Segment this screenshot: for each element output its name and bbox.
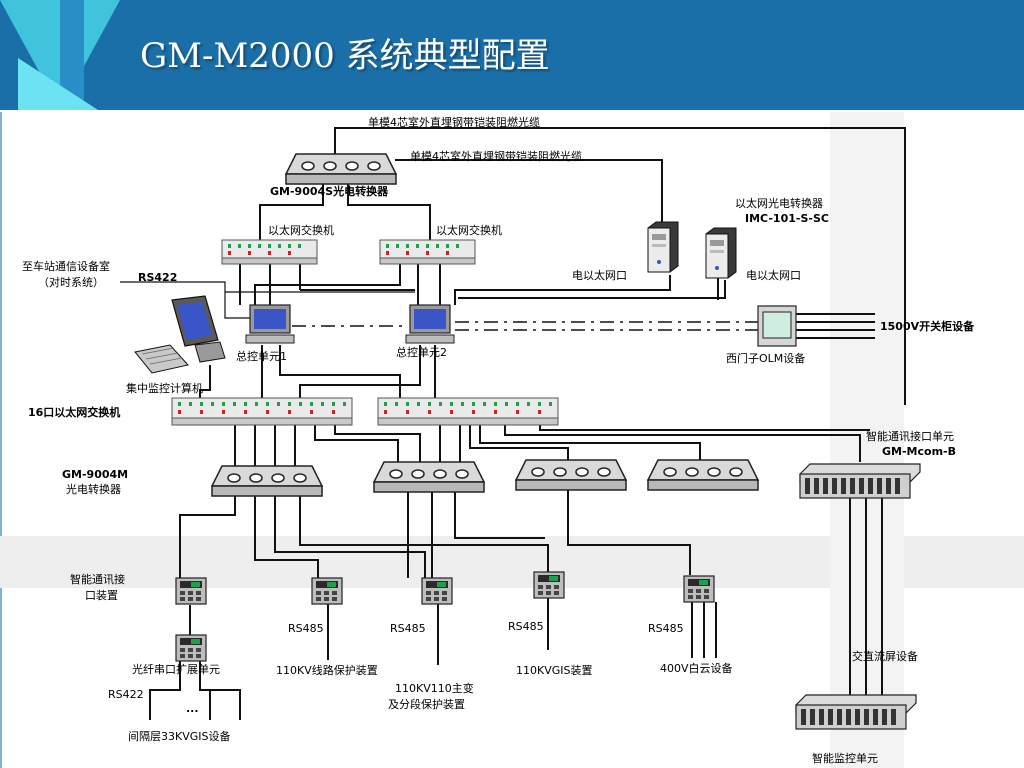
label-tr110-1: 110KV110主变 (395, 681, 474, 695)
label-ctrl-1: 总控单元1 (236, 349, 287, 363)
title-bar: GM-M2000 系统典型配置 (0, 0, 1024, 110)
decor-shape (18, 58, 98, 110)
monitor-pc (134, 295, 226, 374)
left-border-line (0, 112, 2, 768)
label-fiber-top: 单模4芯室外直埋钢带铠装阻燃光缆 (368, 115, 540, 129)
label-conv-m-1: GM-9004M (62, 468, 128, 481)
olm-device (757, 305, 797, 347)
label-gis110: 110KVGIS装置 (516, 664, 592, 677)
smart-monitor-rack (795, 694, 917, 730)
gis-device (533, 571, 565, 599)
label-fiber-mid: 单模4芯室外直埋钢带铠装阻燃光缆 (410, 149, 582, 163)
label-rs485-1: RS485 (288, 622, 324, 635)
label-sw16: 16口以太网交换机 (28, 405, 120, 419)
label-mcom-1: 智能通讯接口单元 (866, 429, 954, 443)
mcom-rack (799, 463, 921, 499)
interface-device (175, 577, 207, 605)
fiber-converter-m1 (211, 465, 323, 497)
fiber-converter-m4 (647, 459, 759, 491)
label-intf-2: 口装置 (85, 589, 118, 602)
label-eth-switch-2: 以太网交换机 (436, 223, 502, 237)
label-imc-2: IMC-101-S-SC (745, 212, 829, 225)
label-station-1: 至车站通信设备室 (22, 259, 110, 273)
label-rs422-top: RS422 (138, 271, 177, 284)
low-voltage-device (683, 575, 715, 603)
label-bay33: 间隔层33KVGIS设备 (128, 729, 231, 743)
fiber-converter-m2 (373, 461, 485, 493)
label-eth-switch-1: 以太网交换机 (268, 223, 334, 237)
control-unit-1 (245, 304, 295, 344)
label-rs422-bottom: RS422 (108, 688, 144, 701)
label-400v: 400V白云设备 (660, 661, 733, 675)
label-mcom-2: GM-Mcom-B (882, 445, 956, 458)
label-smart-monitor: 智能监控单元 (812, 751, 878, 765)
ethernet-switch-2 (379, 239, 476, 265)
label-serial-ext: 光纤串口扩展单元 (132, 662, 220, 676)
label-line110: 110KV线路保护装置 (276, 663, 378, 677)
label-olm: 西门子OLM设备 (726, 351, 805, 365)
fiber-converter-top (285, 153, 397, 185)
label-rs485-4: RS485 (648, 622, 684, 635)
imc-server-1 (647, 221, 679, 273)
label-elec-port-1: 电以太网口 (572, 269, 627, 282)
label-imc-1: 以太网光电转换器 (735, 196, 823, 210)
wire-device-downlinks (149, 598, 717, 720)
switch-16-port-1 (171, 397, 353, 426)
wire-converters-devices (179, 484, 883, 695)
label-rs485-3: RS485 (508, 620, 544, 633)
wire-olm-dashed (292, 321, 760, 331)
label-conv-m-2: 光电转换器 (66, 482, 121, 496)
label-intf-1: 智能通讯接 (70, 572, 125, 586)
label-tr110-2: 及分段保护装置 (388, 697, 465, 711)
wire-switch-controllers (239, 262, 726, 305)
label-acdc: 交直流屏设备 (852, 649, 918, 663)
wire-converter-switches (259, 178, 431, 240)
label-switchgear: 1500V开关柜设备 (880, 319, 975, 333)
page-title: GM-M2000 系统典型配置 (140, 36, 550, 76)
control-unit-2 (405, 304, 455, 344)
wire-rs422-station (120, 281, 415, 319)
serial-extension-unit (175, 634, 207, 662)
wire-olm-switchgear (795, 313, 875, 339)
label-rs485-2: RS485 (390, 622, 426, 635)
transformer-protection-device (421, 577, 453, 605)
wire-sw16-converters (234, 425, 870, 466)
switch-16-port-2 (377, 397, 559, 426)
line-protection-device (311, 577, 343, 605)
label-monitor-pc: 集中监控计算机 (126, 381, 203, 395)
imc-server-2 (705, 227, 737, 279)
ethernet-switch-1 (221, 239, 318, 265)
label-station-2: （对时系统） (38, 275, 104, 289)
label-elec-port-2: 电以太网口 (746, 269, 801, 282)
wire-controllers-sw16 (199, 345, 436, 398)
fiber-converter-m3 (515, 459, 627, 491)
label-ctrl-2: 总控单元2 (396, 345, 447, 359)
label-ellipsis: ... (186, 702, 199, 715)
label-converter-top: GM-9004S光电转换器 (270, 184, 389, 198)
